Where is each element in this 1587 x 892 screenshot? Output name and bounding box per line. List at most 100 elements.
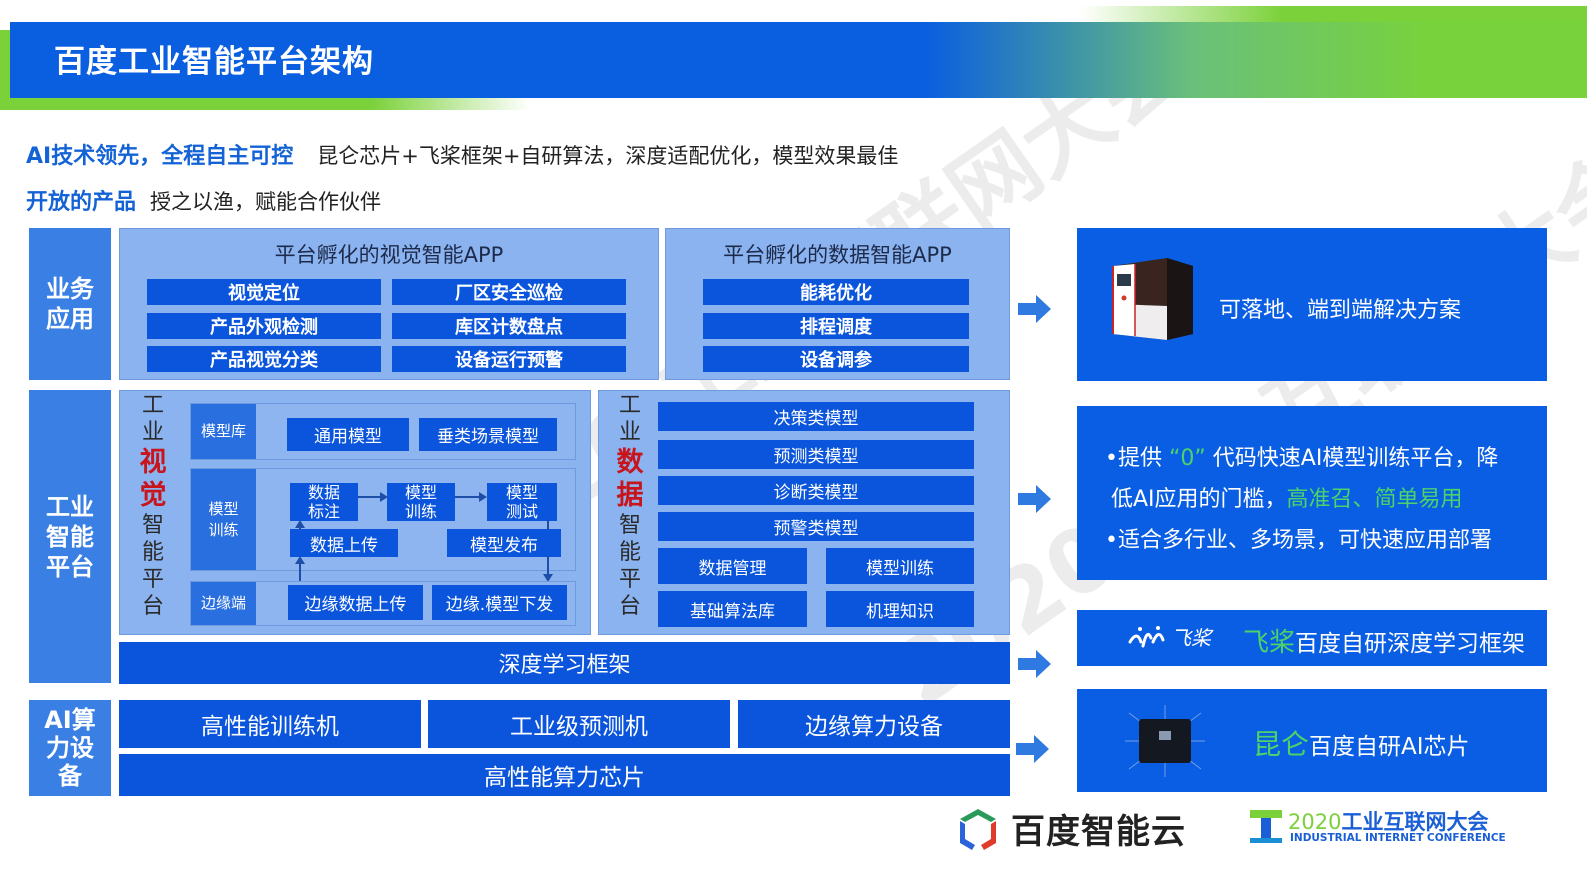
- app-item[interactable]: 库区计数盘点: [392, 313, 626, 339]
- feature-text: 低AI应用的门槛，: [1111, 487, 1287, 512]
- data-upload-step[interactable]: 数据上传: [290, 529, 398, 557]
- model-testing-step[interactable]: 模型测试: [487, 483, 557, 521]
- paddle-description: 百度自研深度学习框架: [1295, 631, 1526, 657]
- app-item[interactable]: 产品视觉分类: [147, 346, 381, 372]
- paddle-logo-icon: [1128, 625, 1165, 647]
- decision-model-button[interactable]: 决策类模型: [658, 402, 974, 431]
- subtitle-highlight: AI技术领先，全程自主可控: [26, 144, 294, 169]
- subtitle-highlight: 开放的产品: [26, 190, 137, 215]
- conference-year: 2020: [1288, 810, 1342, 834]
- flow-arrow-icon: [455, 492, 487, 502]
- kunlun-highlight: 昆仑: [1253, 728, 1310, 761]
- model-training-button[interactable]: 模型训练: [826, 548, 974, 584]
- layer-label-business: 业务应用: [29, 228, 111, 380]
- solution-text: 可落地、端到端解决方案: [1219, 298, 1462, 323]
- vision-apps-title: 平台孵化的视觉智能APP: [274, 243, 504, 267]
- compute-chip-bar[interactable]: 高性能算力芯片: [119, 754, 1010, 796]
- kunlun-text: 昆仑百度自研AI芯片: [1253, 723, 1470, 763]
- feature-line-2: 低AI应用的门槛，高准召、简单易用: [1105, 479, 1547, 520]
- warning-model-button[interactable]: 预警类模型: [658, 512, 974, 541]
- paddle-logo: 飞桨: [1127, 622, 1211, 651]
- prediction-machine-button[interactable]: 工业级预测机: [428, 700, 730, 748]
- app-item[interactable]: 设备运行预警: [392, 346, 626, 372]
- arrow-right-icon: [1018, 295, 1051, 323]
- feature-line-3: •适合多行业、多场景，可快速应用部署: [1105, 528, 1492, 553]
- flow-arrow-icon: [358, 492, 388, 502]
- diagnosis-model-button[interactable]: 诊断类模型: [658, 476, 974, 505]
- layer-label-compute: AI算力设备: [29, 700, 111, 796]
- data-labeling-step[interactable]: 数据标注: [290, 483, 358, 521]
- vertical-model-button[interactable]: 垂类场景模型: [419, 418, 557, 451]
- edge-data-upload-button[interactable]: 边缘数据上传: [288, 585, 423, 620]
- app-item[interactable]: 排程调度: [703, 313, 969, 339]
- feature-line-1: •提供 “0” 代码快速AI模型训练平台，降: [1105, 438, 1547, 479]
- app-item[interactable]: 厂区安全巡检: [392, 279, 626, 305]
- chip-icon: [1125, 705, 1205, 777]
- feature-highlight: 高准召、简单易用: [1286, 487, 1463, 512]
- label-part: 工业: [618, 393, 641, 445]
- conference-title: 2020工业互联网大会: [1288, 806, 1488, 836]
- edge-model-deploy-button[interactable]: 边缘.模型下发: [432, 585, 567, 620]
- model-training-step[interactable]: 模型训练: [387, 483, 455, 521]
- app-item[interactable]: 能耗优化: [703, 279, 969, 305]
- subtitle-text: 昆仑芯片+飞桨框架+自研算法，深度适配优化，模型效果最佳: [317, 144, 899, 168]
- arrow-right-icon: [1018, 485, 1051, 513]
- step-text: 数据标注: [307, 483, 340, 521]
- data-management-button[interactable]: 数据管理: [658, 548, 807, 584]
- subtitle-text: 授之以渔，赋能合作伙伴: [150, 190, 382, 214]
- baidu-cloud-icon: [960, 808, 996, 850]
- label-part: 工业: [141, 393, 164, 445]
- prediction-model-button[interactable]: 预测类模型: [658, 440, 974, 469]
- model-training-tag: 模型训练: [191, 469, 256, 570]
- training-machine-button[interactable]: 高性能训练机: [119, 700, 421, 748]
- app-item[interactable]: 产品外观检测: [147, 313, 381, 339]
- solution-card: 可落地、端到端解决方案: [1077, 228, 1547, 381]
- model-publish-step[interactable]: 模型发布: [447, 529, 561, 557]
- edge-tag: 边缘端: [191, 582, 256, 625]
- model-library-tag: 模型库: [191, 404, 256, 459]
- paddle-highlight: 飞桨: [1243, 628, 1296, 658]
- title-accent-right: [1080, 6, 1587, 26]
- conference-subtitle: INDUSTRIAL INTERNET CONFERENCE: [1290, 832, 1506, 844]
- data-platform-label: 工业 数据 智能平台: [615, 392, 645, 620]
- step-text: 模型测试: [505, 483, 538, 521]
- label-highlight: 数据: [616, 447, 644, 511]
- app-item[interactable]: 视觉定位: [147, 279, 381, 305]
- baidu-cloud-text: 百度智能云: [1011, 812, 1186, 852]
- title-bar: [10, 22, 1587, 98]
- flow-arrow-up-icon: [295, 520, 305, 588]
- label-highlight: 视觉: [139, 447, 167, 511]
- feature-text: 代码快速AI模型训练平台，降: [1212, 446, 1499, 471]
- tag-text: 模型训练: [208, 499, 239, 539]
- feature-highlight: “0”: [1168, 446, 1206, 471]
- layer-label-text: 业务应用: [46, 275, 94, 333]
- layer-label-text: AI算力设备: [44, 706, 96, 790]
- conference-t-icon: [1250, 810, 1282, 843]
- general-model-button[interactable]: 通用模型: [287, 418, 409, 451]
- subtitle-2: 开放的产品授之以渔，赋能合作伙伴: [26, 184, 381, 216]
- mechanism-knowledge-button[interactable]: 机理知识: [826, 591, 974, 627]
- edge-compute-button[interactable]: 边缘算力设备: [738, 700, 1010, 748]
- feature-text: •提供: [1105, 446, 1162, 471]
- deep-learning-framework-bar[interactable]: 深度学习框架: [119, 642, 1010, 684]
- label-part: 智能平台: [618, 513, 641, 619]
- layer-label-platform: 工业智能平台: [29, 390, 111, 683]
- kunlun-card: 昆仑百度自研AI芯片: [1077, 689, 1547, 792]
- baidu-cloud-logo: 百度智能云: [955, 804, 1186, 853]
- app-item[interactable]: 设备调参: [703, 346, 969, 372]
- kunlun-description: 百度自研AI芯片: [1309, 734, 1470, 760]
- arrow-right-icon: [1016, 735, 1049, 763]
- flow-arrow-down-icon: [543, 520, 553, 582]
- conference-name: 工业互联网大会: [1341, 810, 1489, 834]
- arrow-right-icon: [1018, 650, 1051, 678]
- layer-label-text: 工业智能平台: [46, 492, 94, 581]
- paddle-card: 飞桨 飞桨百度自研深度学习框架: [1077, 610, 1547, 666]
- page-title: 百度工业智能平台架构: [54, 44, 374, 80]
- algorithm-library-button[interactable]: 基础算法库: [658, 591, 807, 627]
- paddle-logo-text: 飞桨: [1171, 626, 1211, 650]
- industrial-machine-icon: [1112, 258, 1193, 340]
- subtitle-1: AI技术领先，全程自主可控昆仑芯片+飞桨框架+自研算法，深度适配优化，模型效果最…: [26, 138, 898, 170]
- step-text: 模型训练: [404, 483, 437, 521]
- label-part: 智能平台: [141, 513, 164, 619]
- features-card: •提供 “0” 代码快速AI模型训练平台，降 低AI应用的门槛，高准召、简单易用…: [1077, 406, 1547, 580]
